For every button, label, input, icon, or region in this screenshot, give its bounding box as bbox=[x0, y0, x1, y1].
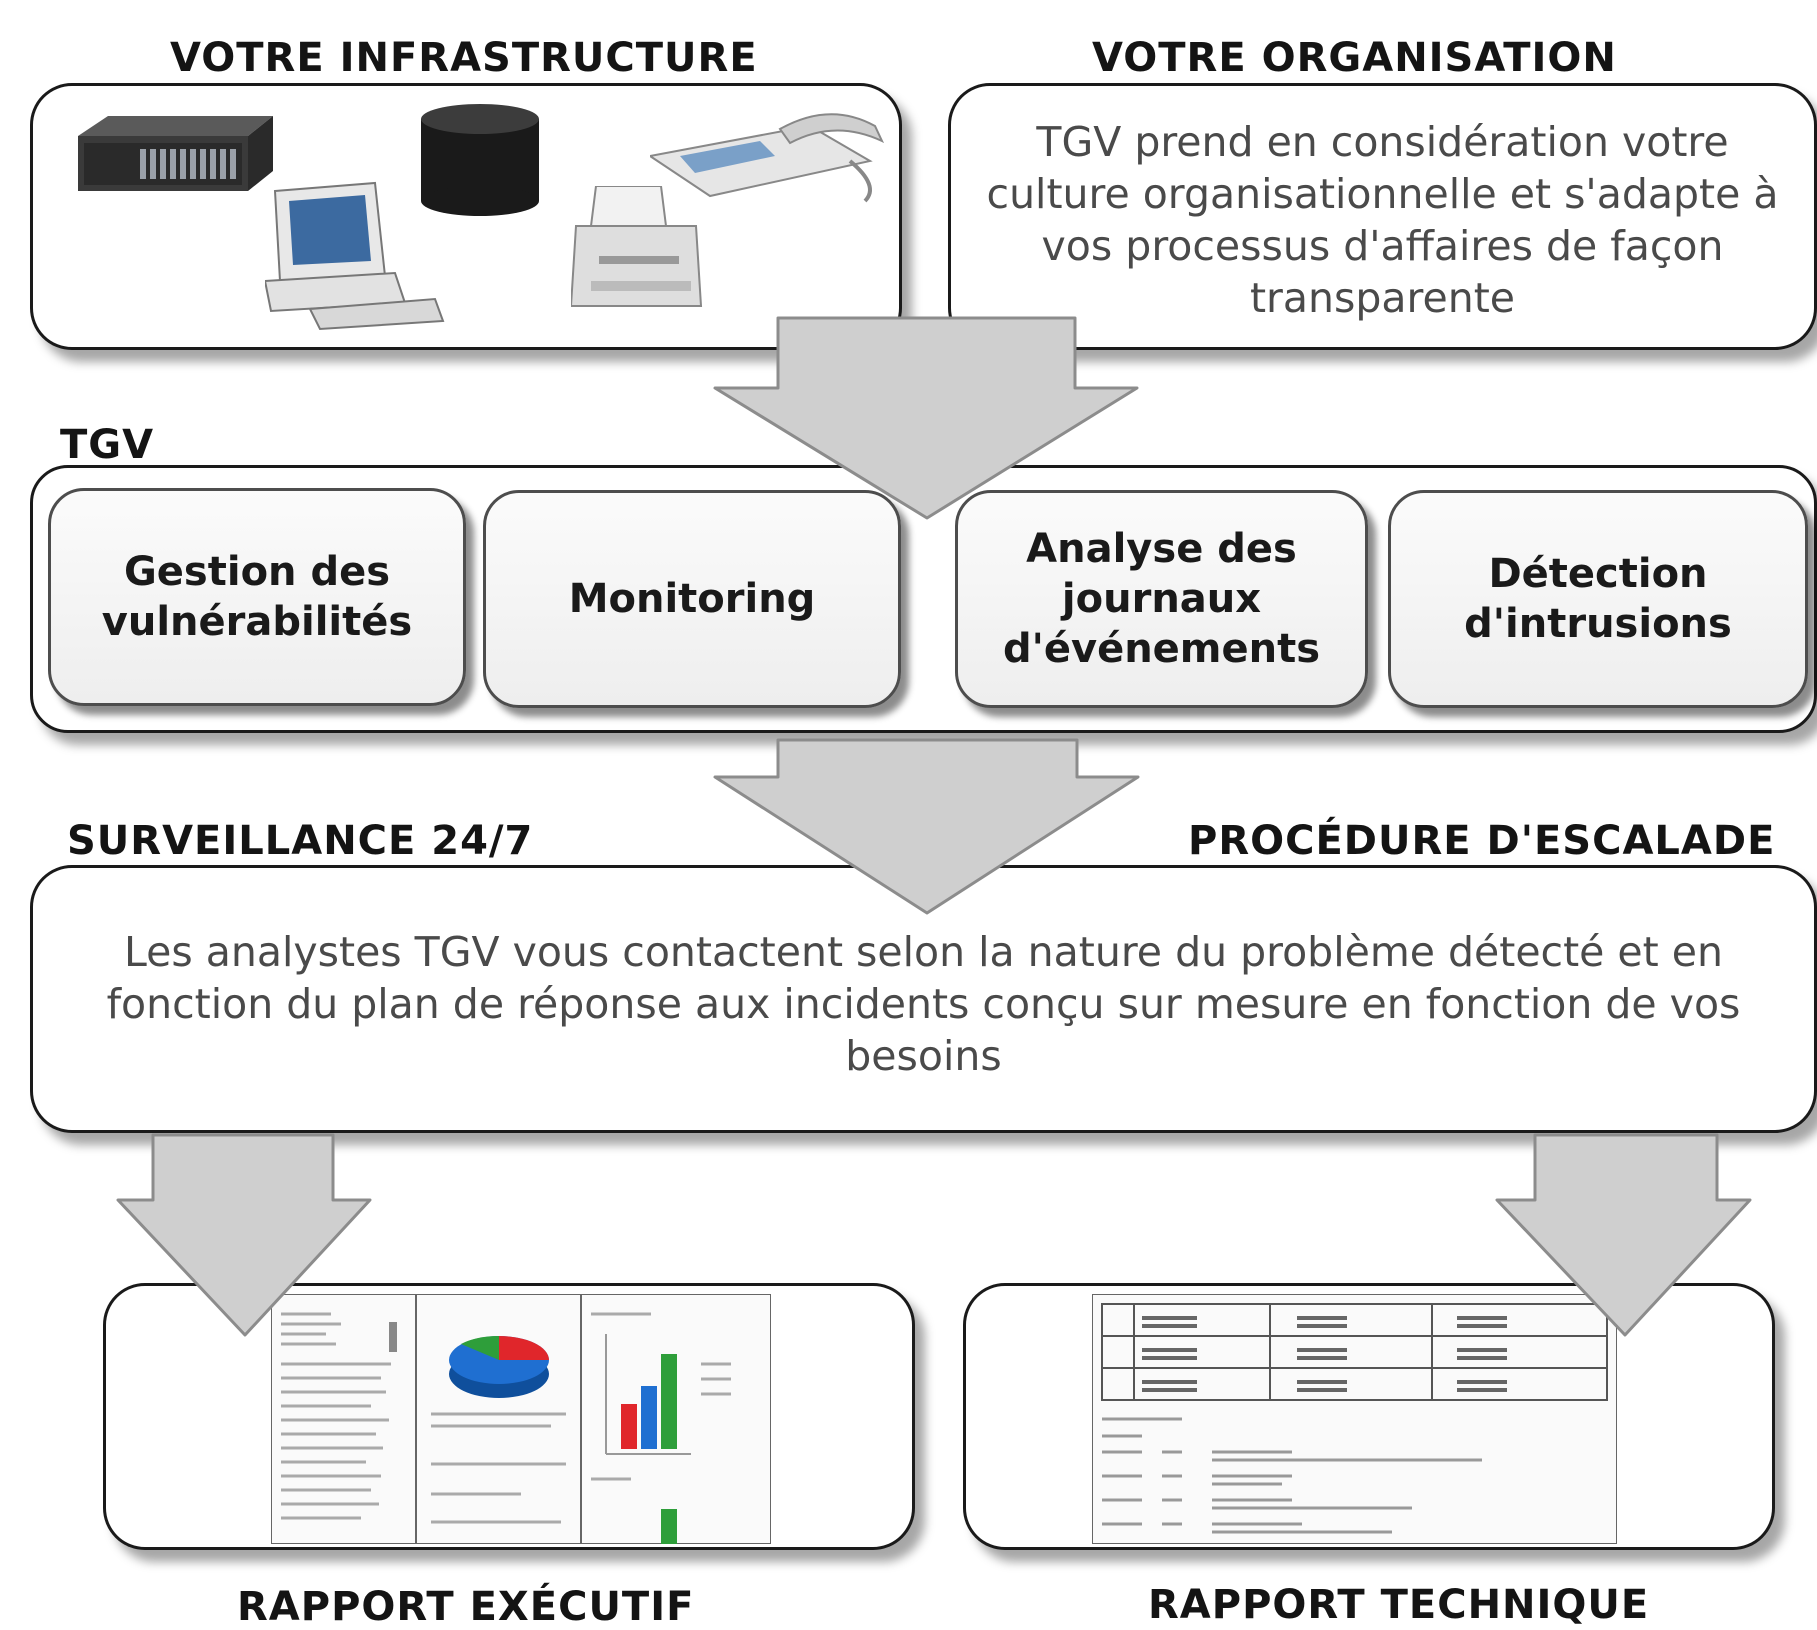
organisation-title: VOTRE ORGANISATION bbox=[1092, 35, 1617, 81]
rack-server-icon bbox=[78, 116, 273, 191]
surveillance-description: Les analystes TGV vous contactent selon … bbox=[106, 928, 1741, 1080]
module-vulnerability-management: Gestion des vulnérabilités bbox=[48, 488, 466, 706]
organisation-frame: TGV prend en considération votre culture… bbox=[948, 83, 1817, 350]
module-label: Gestion des vulnérabilités bbox=[101, 549, 413, 645]
module-intrusion-detection: Détection d'intrusions bbox=[1388, 490, 1808, 708]
organisation-description: TGV prend en considération votre culture… bbox=[986, 118, 1779, 322]
executive-report-title: RAPPORT EXÉCUTIF bbox=[237, 1584, 695, 1630]
phone-icon bbox=[650, 113, 885, 203]
module-label: Détection d'intrusions bbox=[1464, 551, 1732, 647]
technical-report-title: RAPPORT TECHNIQUE bbox=[1148, 1582, 1650, 1628]
infrastructure-title: VOTRE INFRASTRUCTURE bbox=[170, 35, 758, 81]
printer-icon bbox=[571, 186, 703, 307]
module-label: Analyse des journaux d'événements bbox=[1002, 526, 1321, 672]
technical-report-frame bbox=[963, 1283, 1775, 1550]
escalation-title: PROCÉDURE D'ESCALADE bbox=[1188, 818, 1776, 864]
executive-report-thumbnail bbox=[271, 1294, 771, 1544]
database-icon bbox=[421, 104, 539, 216]
technical-report-thumbnail bbox=[1092, 1294, 1617, 1544]
executive-report-frame bbox=[103, 1283, 915, 1550]
surveillance-title: SURVEILLANCE 24/7 bbox=[67, 818, 534, 864]
module-monitoring: Monitoring bbox=[483, 490, 901, 708]
surveillance-frame: Les analystes TGV vous contactent selon … bbox=[30, 865, 1817, 1133]
module-label: Monitoring bbox=[568, 576, 816, 622]
module-log-analysis: Analyse des journaux d'événements bbox=[955, 490, 1368, 708]
infrastructure-frame bbox=[30, 83, 902, 350]
computer-icon bbox=[265, 181, 445, 331]
tgv-title: TGV bbox=[60, 422, 155, 468]
